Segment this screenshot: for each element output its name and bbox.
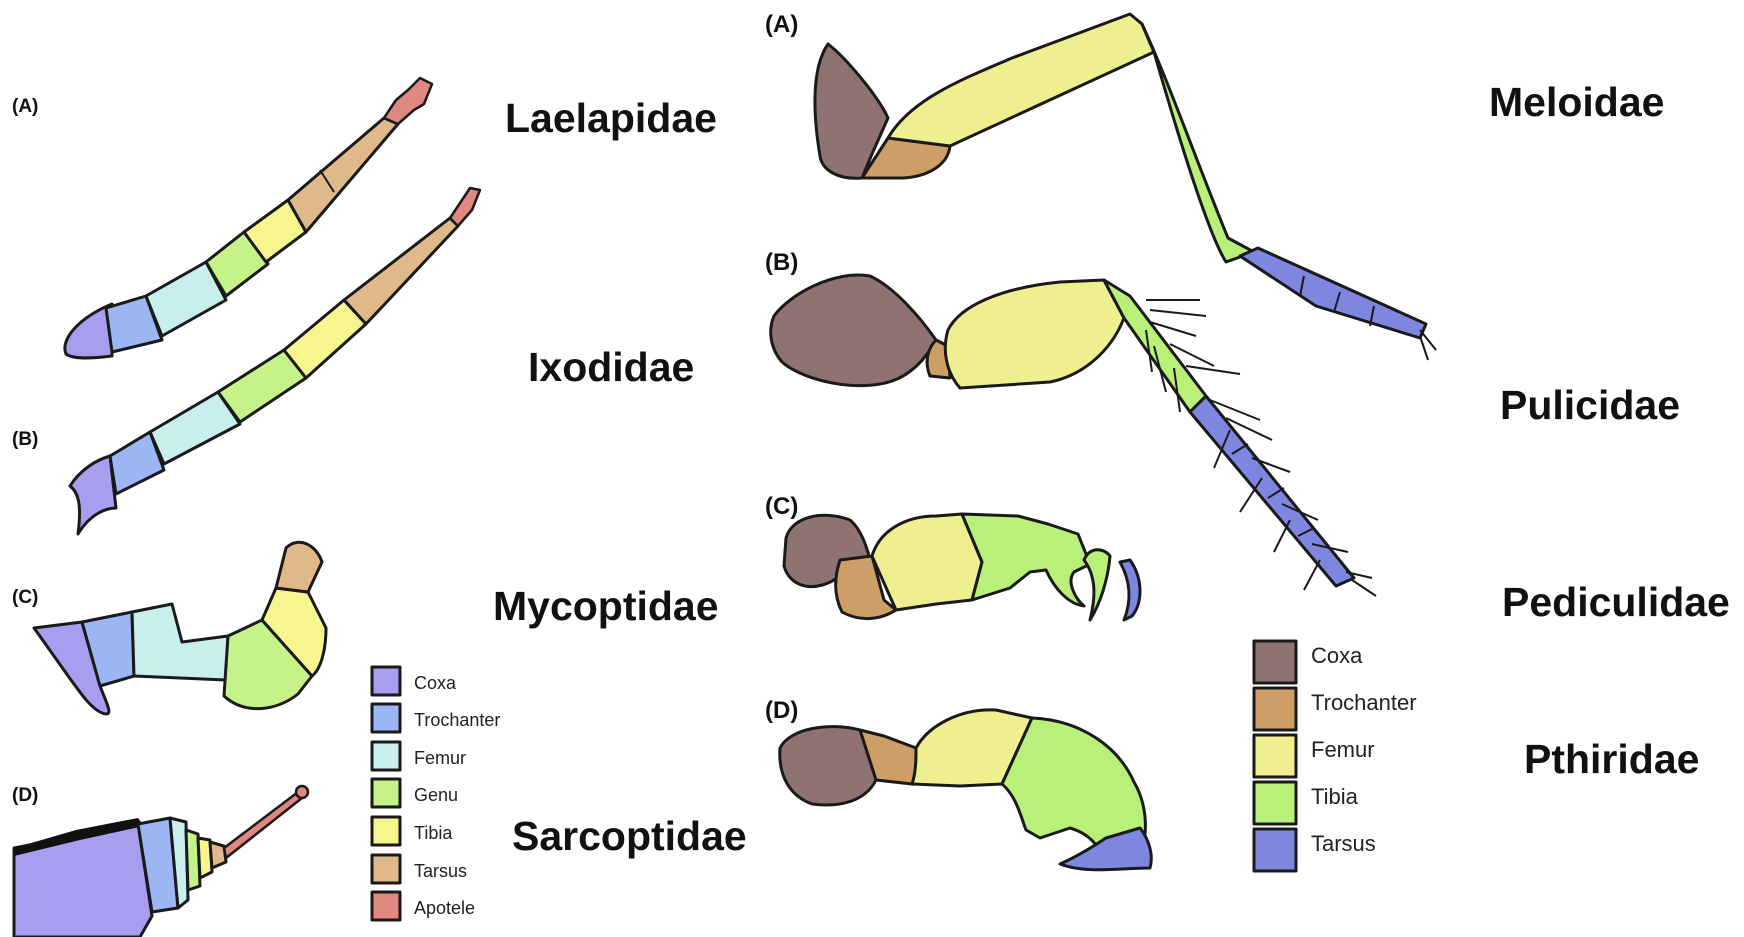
legend-label-apotele: Apotele [414,898,475,918]
pediculidae-femur [872,514,982,610]
leg-sarcoptidae [14,786,308,937]
legend-label-genu: Genu [414,785,458,805]
right-panel-c-label: (C) [765,493,798,520]
legend-swatch-coxa [372,667,400,695]
legend-label-femur: Femur [414,748,466,768]
legend-label-tibia-insect: Tibia [1311,784,1359,809]
legend-swatch-tarsus [372,855,400,883]
legend-label-trochanter-insect: Trochanter [1311,690,1417,715]
pediculidae-claw [1120,560,1140,620]
pulicidae-femur [945,280,1124,388]
leg-pediculidae [784,514,1140,620]
mycoptidae-tarsus [276,542,322,592]
legend-label-coxa: Coxa [414,673,457,693]
family-sarcoptidae: Sarcoptidae [512,813,747,859]
leg-pthiridae [780,710,1151,870]
legend-swatch-femur [372,742,400,770]
legend-swatch-femur-insect [1254,735,1296,777]
sarcoptidae-coxa [14,824,152,937]
legend-swatch-tibia-insect [1254,782,1296,824]
family-meloidae: Meloidae [1489,79,1664,125]
ixodidae-coxa [70,456,116,534]
legend-label-femur-insect: Femur [1311,737,1375,762]
family-laelapidae: Laelapidae [505,95,717,141]
left-panel-c-label: (C) [12,587,38,608]
laelapidae-coxa [65,304,112,358]
sarcoptidae-tarsus [210,842,226,868]
legend-swatch-trochanter [372,704,400,732]
legend-label-tarsus: Tarsus [414,861,467,881]
family-mycoptidae: Mycoptidae [493,583,719,629]
pulicidae-coxa [771,275,936,386]
meloidae-tibia [1142,24,1254,262]
leg-laelapidae [65,78,432,358]
ixodidae-tarsus [344,218,458,324]
pulicidae-tarsus [1190,396,1354,586]
left-panel-d-label: (D) [12,785,38,806]
ixodidae-apotele [450,188,480,226]
laelapidae-tarsus [288,118,398,232]
legend-label-coxa-insect: Coxa [1311,643,1363,668]
leg-mycoptidae [34,542,326,714]
laelapidae-apotele [384,78,432,124]
left-panel-b-label: (B) [12,429,38,450]
legend-label-tibia: Tibia [414,823,453,843]
sarcoptidae-apotele [224,792,302,858]
legend-swatch-trochanter-insect [1254,688,1296,730]
legend-swatch-tibia [372,817,400,845]
left-legend: Coxa Trochanter Femur Genu Tibia Tarsus … [372,667,500,920]
pediculidae-tarsus [1084,550,1110,620]
family-ixodidae: Ixodidae [528,344,694,390]
family-pulicidae: Pulicidae [1500,382,1680,428]
right-panel-d-label: (D) [765,697,798,724]
family-pthiridae: Pthiridae [1524,736,1699,782]
right-legend: Coxa Trochanter Femur Tibia Tarsus [1254,641,1417,871]
mycoptidae-femur [132,604,228,680]
legend-label-trochanter: Trochanter [414,710,500,730]
right-panel-a-label: (A) [765,11,798,38]
meloidae-femur [888,14,1154,146]
legend-swatch-genu [372,779,400,807]
legend-swatch-coxa-insect [1254,641,1296,683]
legend-swatch-tarsus-insect [1254,829,1296,871]
legend-label-tarsus-insect: Tarsus [1311,831,1376,856]
pediculidae-tibia [962,514,1090,606]
left-panel-a-label: (A) [12,96,38,117]
legend-swatch-apotele [372,892,400,920]
family-pediculidae: Pediculidae [1502,579,1730,625]
meloidae-tarsus [1240,248,1426,338]
right-panel-b-label: (B) [765,249,798,276]
